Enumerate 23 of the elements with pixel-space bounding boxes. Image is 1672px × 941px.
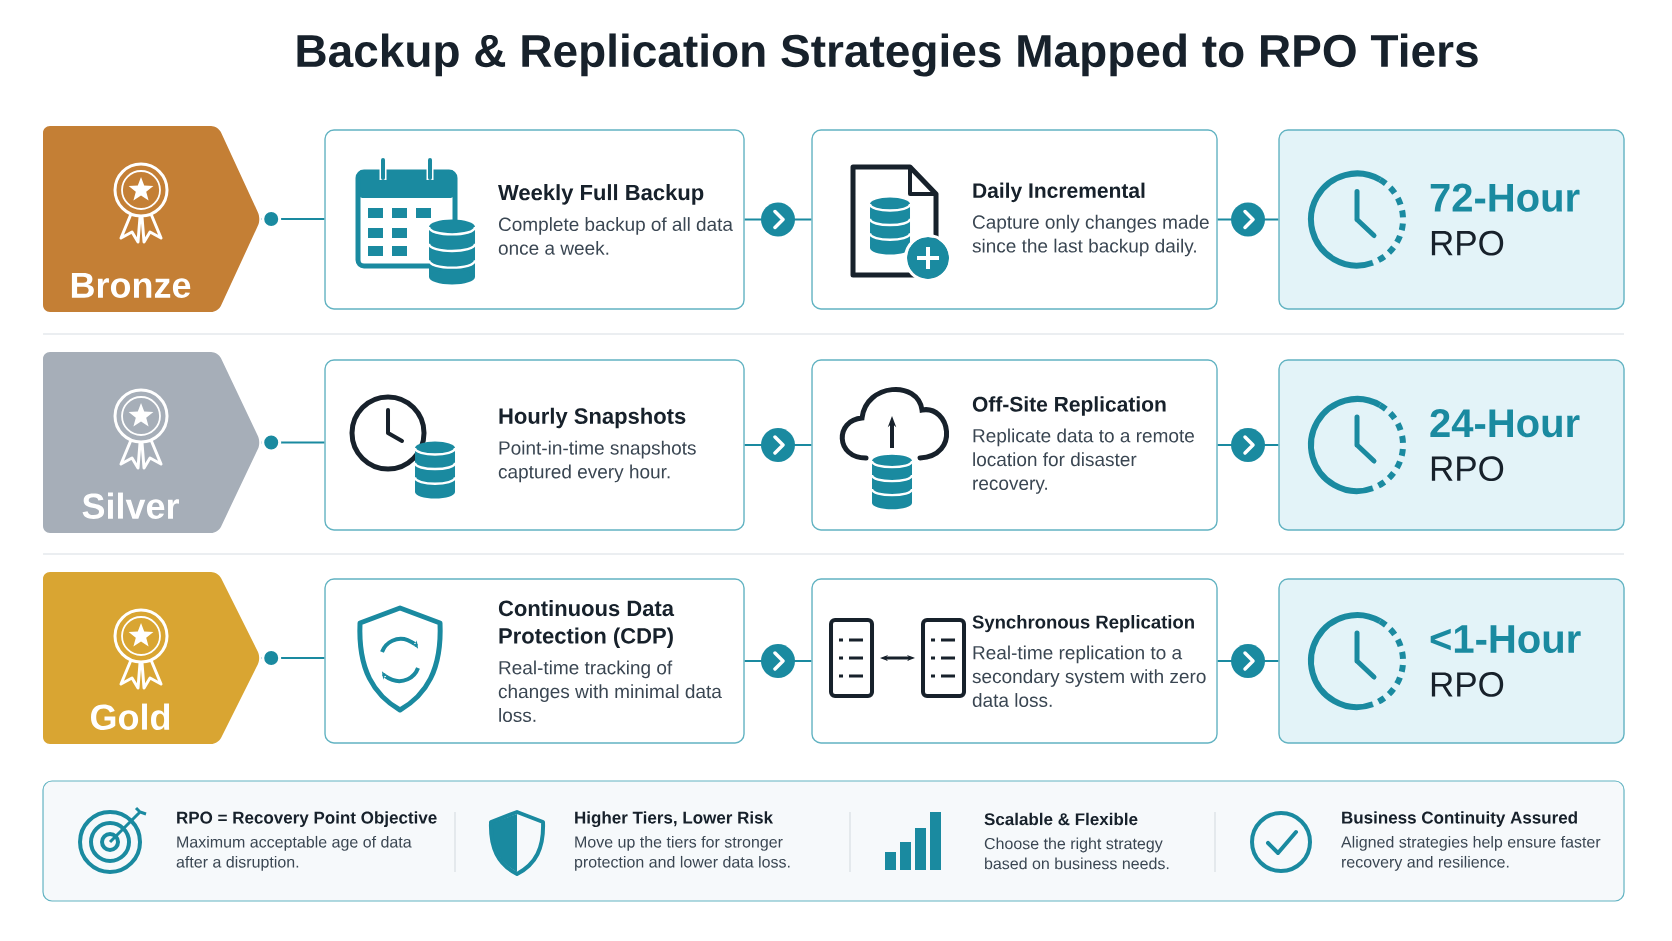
arrow <box>261 648 325 668</box>
tier-badge: Silver <box>43 352 260 533</box>
rpo-card: <1-Hour RPO <box>1278 578 1625 744</box>
strategy-card: Weekly Full Backup Complete backup of all data once a week. <box>324 129 745 310</box>
arrow <box>1217 202 1279 237</box>
strategy-card: Daily Incremental Capture only changes made since the last backup daily. <box>811 129 1218 310</box>
info-panel: RPO = Recovery Point Objective Maximum acceptable age of data after a disruption. Higher Tiers, Lower Risk Move up the tiers for stronger protection and lower data loss. Scalable & Flexible Choose the right strategy based on business needs. Business Continuity Assured Aligned strategies help ensure faster recovery and resilience. <box>42 780 1625 902</box>
rpo-card: 72-Hour RPO <box>1278 129 1625 310</box>
rpo-card: 24-Hour RPO <box>1278 359 1625 531</box>
tier-badge: Gold <box>43 572 260 744</box>
arrow <box>261 209 325 229</box>
tier-badge: Bronze <box>43 126 260 312</box>
arrow <box>261 432 325 453</box>
arrow <box>744 202 812 237</box>
arrow <box>1217 644 1279 678</box>
strategy-card: Hourly Snapshots Point-in-time snapshots captured every hour. <box>324 359 745 531</box>
arrow <box>1217 428 1279 462</box>
title: Backup & Replication Strategies Mapped to RPO Tiers <box>297 33 1478 77</box>
arrow <box>744 428 812 462</box>
strategy-card: Continuous Data Protection (CDP) Real-time tracking of changes with minimal data loss. <box>324 578 745 744</box>
strategy-card: Synchronous Replication Real-time replication to a secondary system with zero data loss. <box>811 578 1218 744</box>
strategy-card: Off-Site Replication Replicate data to a remote location for disaster recovery. <box>811 359 1218 531</box>
arrow <box>744 644 812 678</box>
